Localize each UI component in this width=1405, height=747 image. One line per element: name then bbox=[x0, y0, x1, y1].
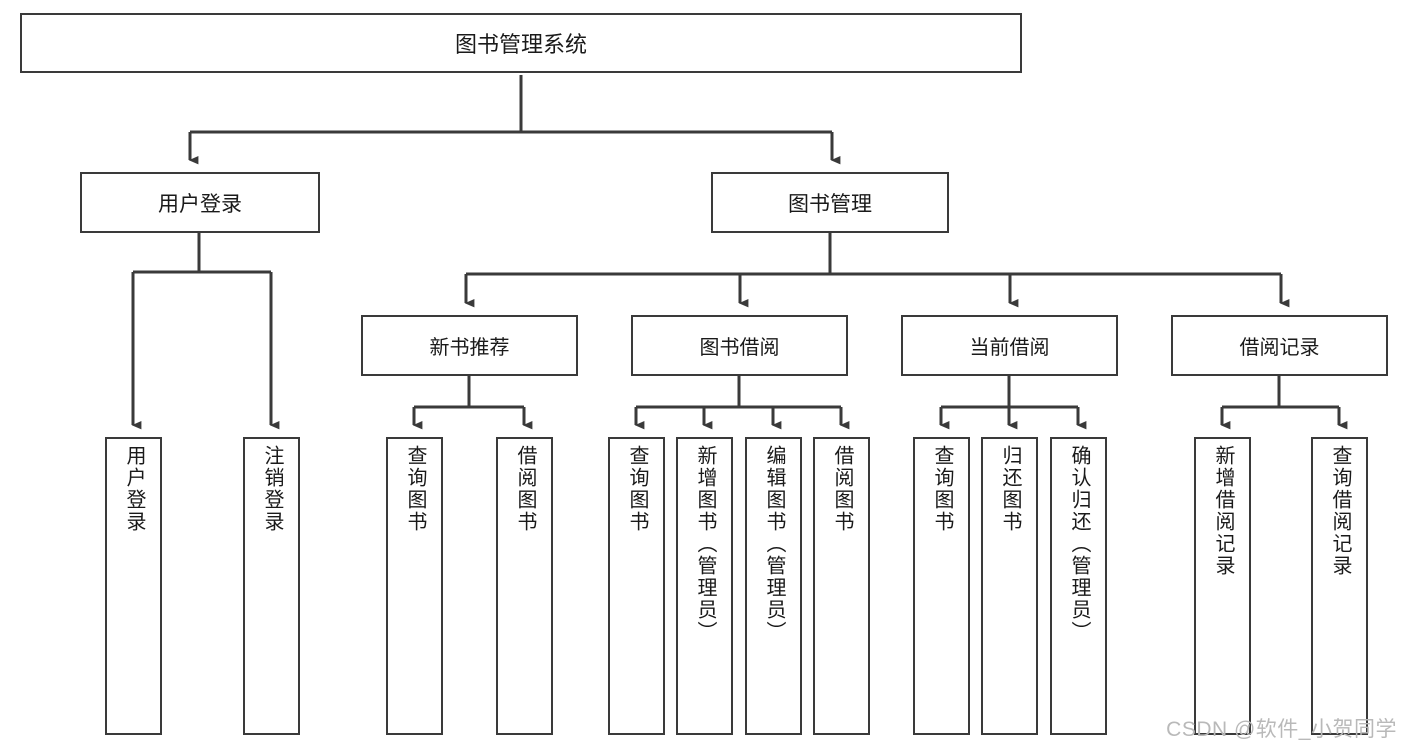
leaf-borrow-record-add[interactable]: 新增借阅记录 bbox=[1194, 437, 1251, 735]
leaf-book-borrow-borrow[interactable]: 借阅图书 bbox=[813, 437, 870, 735]
node-book-management-label: 图书管理 bbox=[788, 192, 872, 216]
leaf-new-book-query[interactable]: 查询图书 bbox=[386, 437, 443, 735]
leaf-label: 新增图书（管理员） bbox=[694, 445, 716, 643]
csdn-watermark: CSDN @软件_小贺同学 bbox=[1166, 718, 1397, 741]
leaf-book-borrow-add[interactable]: 新增图书（管理员） bbox=[676, 437, 733, 735]
leaf-user-login-logout[interactable]: 注销登录 bbox=[243, 437, 300, 735]
leaf-user-login-login[interactable]: 用户登录 bbox=[105, 437, 162, 735]
leaf-label: 查询图书 bbox=[626, 445, 648, 533]
leaf-book-borrow-query[interactable]: 查询图书 bbox=[608, 437, 665, 735]
leaf-label: 查询图书 bbox=[404, 445, 426, 533]
node-book-borrow[interactable]: 图书借阅 bbox=[631, 315, 848, 376]
node-root[interactable]: 图书管理系统 bbox=[20, 13, 1022, 73]
leaf-label: 新增借阅记录 bbox=[1212, 445, 1234, 577]
node-book-management[interactable]: 图书管理 bbox=[711, 172, 949, 233]
leaf-label: 查询图书 bbox=[931, 445, 953, 533]
node-borrow-record[interactable]: 借阅记录 bbox=[1171, 315, 1388, 376]
leaf-current-borrow-return[interactable]: 归还图书 bbox=[981, 437, 1038, 735]
node-user-login-label: 用户登录 bbox=[158, 192, 242, 216]
leaf-label: 归还图书 bbox=[999, 445, 1021, 533]
leaf-current-borrow-query[interactable]: 查询图书 bbox=[913, 437, 970, 735]
node-new-book-recommend[interactable]: 新书推荐 bbox=[361, 315, 578, 376]
node-book-borrow-label: 图书借阅 bbox=[699, 337, 780, 359]
leaf-label: 借阅图书 bbox=[514, 445, 536, 533]
node-borrow-record-label: 借阅记录 bbox=[1239, 337, 1320, 359]
leaf-label: 借阅图书 bbox=[831, 445, 853, 533]
node-new-book-recommend-label: 新书推荐 bbox=[429, 337, 510, 359]
leaf-label: 查询借阅记录 bbox=[1329, 445, 1351, 577]
node-current-borrow[interactable]: 当前借阅 bbox=[901, 315, 1118, 376]
leaf-label: 注销登录 bbox=[261, 445, 283, 533]
node-user-login[interactable]: 用户登录 bbox=[80, 172, 320, 233]
leaf-label: 用户登录 bbox=[123, 445, 145, 533]
node-root-label: 图书管理系统 bbox=[454, 32, 587, 57]
leaf-current-borrow-confirm-return[interactable]: 确认归还（管理员） bbox=[1050, 437, 1107, 735]
leaf-book-borrow-edit[interactable]: 编辑图书（管理员） bbox=[745, 437, 802, 735]
node-current-borrow-label: 当前借阅 bbox=[969, 337, 1050, 359]
leaf-new-book-borrow[interactable]: 借阅图书 bbox=[496, 437, 553, 735]
leaf-label: 确认归还（管理员） bbox=[1068, 445, 1090, 643]
leaf-label: 编辑图书（管理员） bbox=[763, 445, 785, 643]
leaf-borrow-record-query[interactable]: 查询借阅记录 bbox=[1311, 437, 1368, 735]
